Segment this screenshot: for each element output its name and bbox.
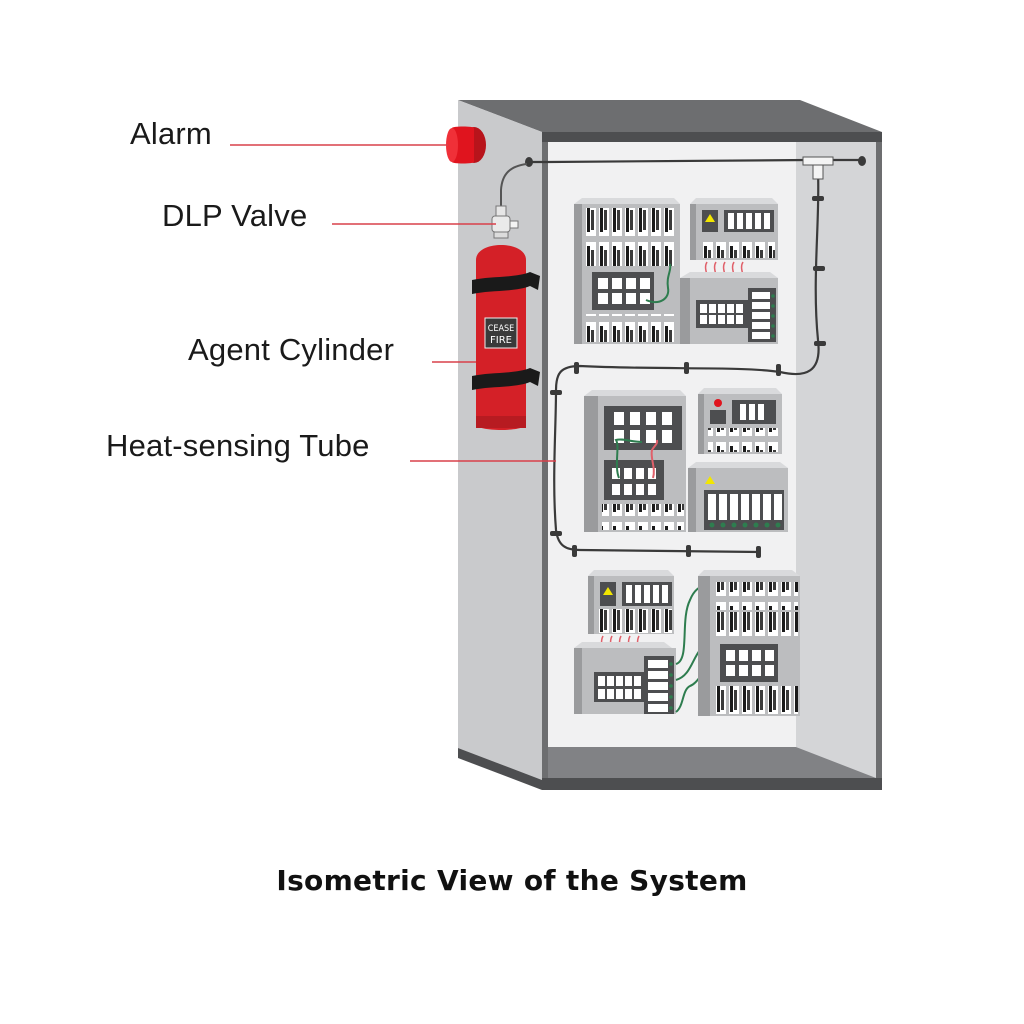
cabinet-inner-right-wall xyxy=(796,142,876,780)
tube-anchor xyxy=(525,157,533,167)
agent-cylinder: CEASE FIRE xyxy=(472,245,540,430)
wire-green xyxy=(645,263,672,304)
tube-fittings xyxy=(550,196,826,558)
label-agent-cylinder: Agent Cylinder xyxy=(188,332,395,367)
cease-fire-badge xyxy=(484,317,518,349)
label-alarm: Alarm xyxy=(130,116,212,151)
label-heat-sensing-tube: Heat-sensing Tube xyxy=(106,428,370,463)
cylinder-strap xyxy=(472,272,540,294)
cabinet-bottom-left xyxy=(458,748,542,790)
module-group-middle xyxy=(584,388,788,532)
dlp-valve xyxy=(491,163,528,239)
figure-caption: Isometric View of the System xyxy=(276,864,748,897)
cabinet-top xyxy=(458,100,882,132)
cabinet-bottom-edge xyxy=(542,778,882,790)
cabinet-right-edge xyxy=(876,142,882,790)
badge-text-line2: FIRE xyxy=(490,335,512,346)
leader-lines xyxy=(230,144,556,462)
heat-sensing-tube xyxy=(528,158,862,554)
label-dlp-valve: DLP Valve xyxy=(162,198,308,233)
module-group-top xyxy=(574,198,778,344)
warning-triangle-icon xyxy=(705,214,715,222)
warning-triangle-icon xyxy=(705,476,715,484)
tee-fitting xyxy=(802,156,866,180)
cabinet-top-edge xyxy=(542,132,882,142)
alarm-beacon xyxy=(446,126,486,164)
red-led-icon xyxy=(714,399,722,407)
cylinder-strap xyxy=(472,368,540,390)
wire-green xyxy=(614,438,643,479)
cabinet-floor xyxy=(548,747,876,778)
module-group-bottom xyxy=(574,570,800,716)
warning-triangle-icon xyxy=(603,587,613,595)
wire-red xyxy=(650,439,659,479)
badge-text-line1: CEASE xyxy=(488,324,515,334)
